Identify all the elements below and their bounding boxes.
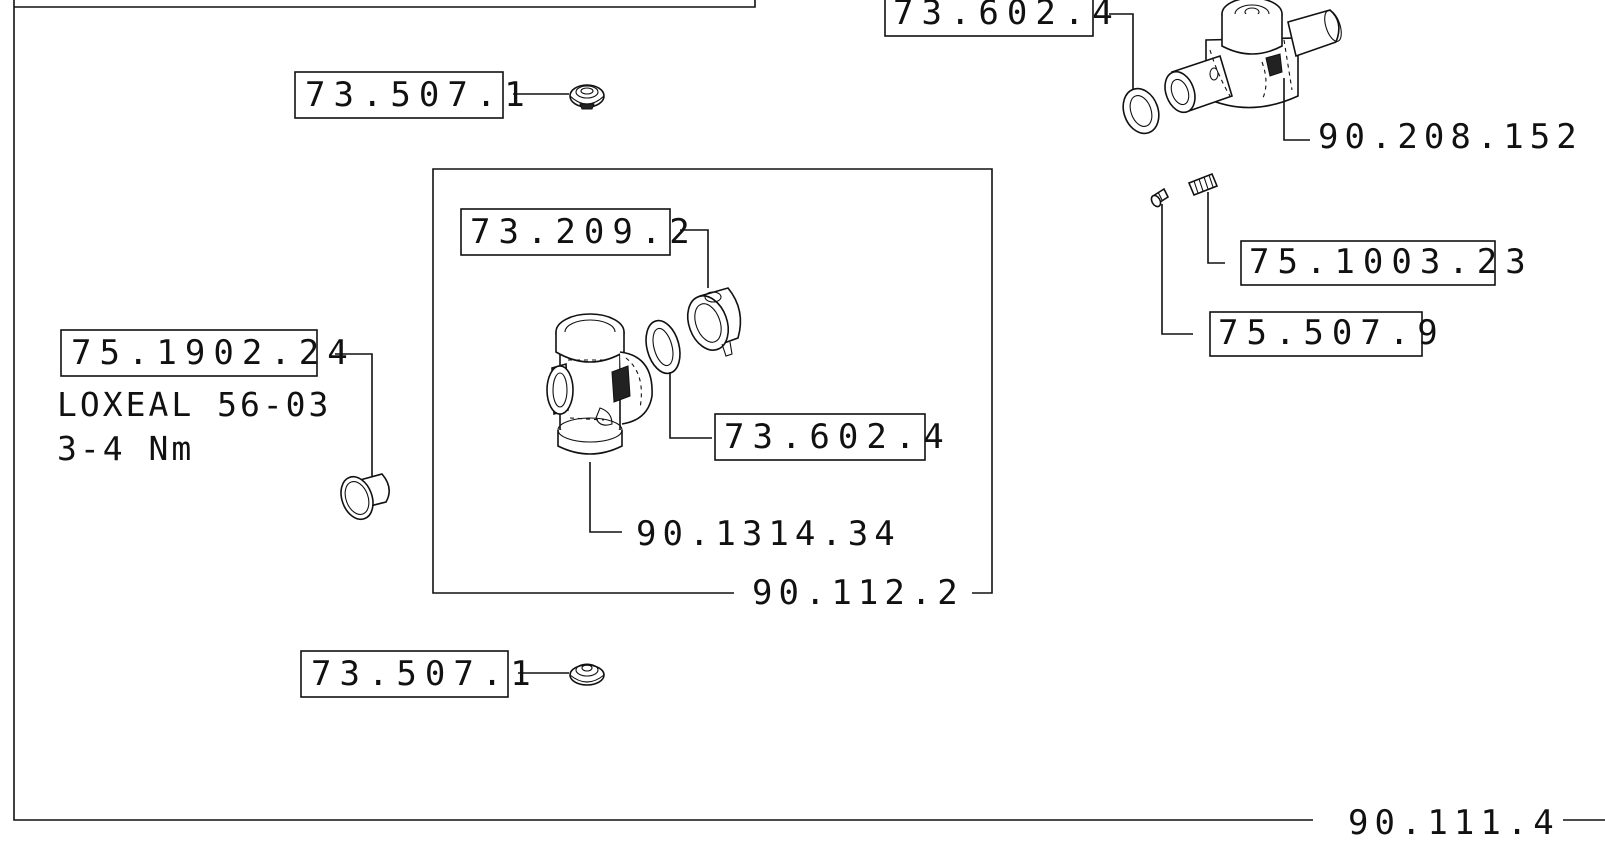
svg-text:90.1314.34: 90.1314.34 [636,514,901,554]
thread-lock-note: LOXEAL 56-03 [57,385,331,424]
o-ring-top-icon [1122,87,1160,135]
spring-icon [1187,172,1219,197]
nut-top-callout: 73.507.1 [294,71,569,119]
inner-cap-callout: 73.209.2 [460,208,709,288]
svg-text:73.602.4: 73.602.4 [893,0,1121,33]
svg-text:73.507.1: 73.507.1 [311,654,539,694]
plug-left-icon [340,473,390,521]
set-screw-icon [1150,187,1170,208]
assembly-frame [13,0,1605,821]
svg-text:73.602.4: 73.602.4 [724,417,952,457]
plug-left-callout: 75.1902.24 [60,329,373,478]
nut-top-icon [569,84,605,110]
svg-text:75.507.9: 75.507.9 [1218,313,1446,353]
nut-bottom-callout: 73.507.1 [300,650,569,698]
nut-bottom-icon [569,663,605,686]
svg-text:75.1902.24: 75.1902.24 [71,333,356,373]
svg-text:73.209.2: 73.209.2 [470,212,698,252]
assembly-label: 90.111.4 [1348,803,1560,843]
valve-body-inner-icon [546,313,653,455]
valve-housing-top-icon [1164,0,1342,114]
svg-text:75.1003.23: 75.1003.23 [1249,242,1534,282]
inner-body-callout: 90.1314.34 [589,462,901,554]
torque-note: 3-4 Nm [57,429,194,468]
o-ring-inner-icon [645,319,681,375]
svg-text:73.507.1: 73.507.1 [305,75,533,115]
set-screw-callout: 75.507.9 [1161,204,1446,357]
svg-text:90.208.152: 90.208.152 [1318,117,1583,157]
housing-top-callout: 90.208.152 [1283,78,1583,157]
inner-cap-icon [686,287,742,357]
subassembly-label: 90.112.2 [752,573,964,613]
inner-ring-callout: 73.602.4 [669,372,952,461]
subassembly-frame [432,168,993,594]
top-ring-callout: 73.602.4 [884,0,1134,92]
spring-callout: 75.1003.23 [1207,192,1534,286]
